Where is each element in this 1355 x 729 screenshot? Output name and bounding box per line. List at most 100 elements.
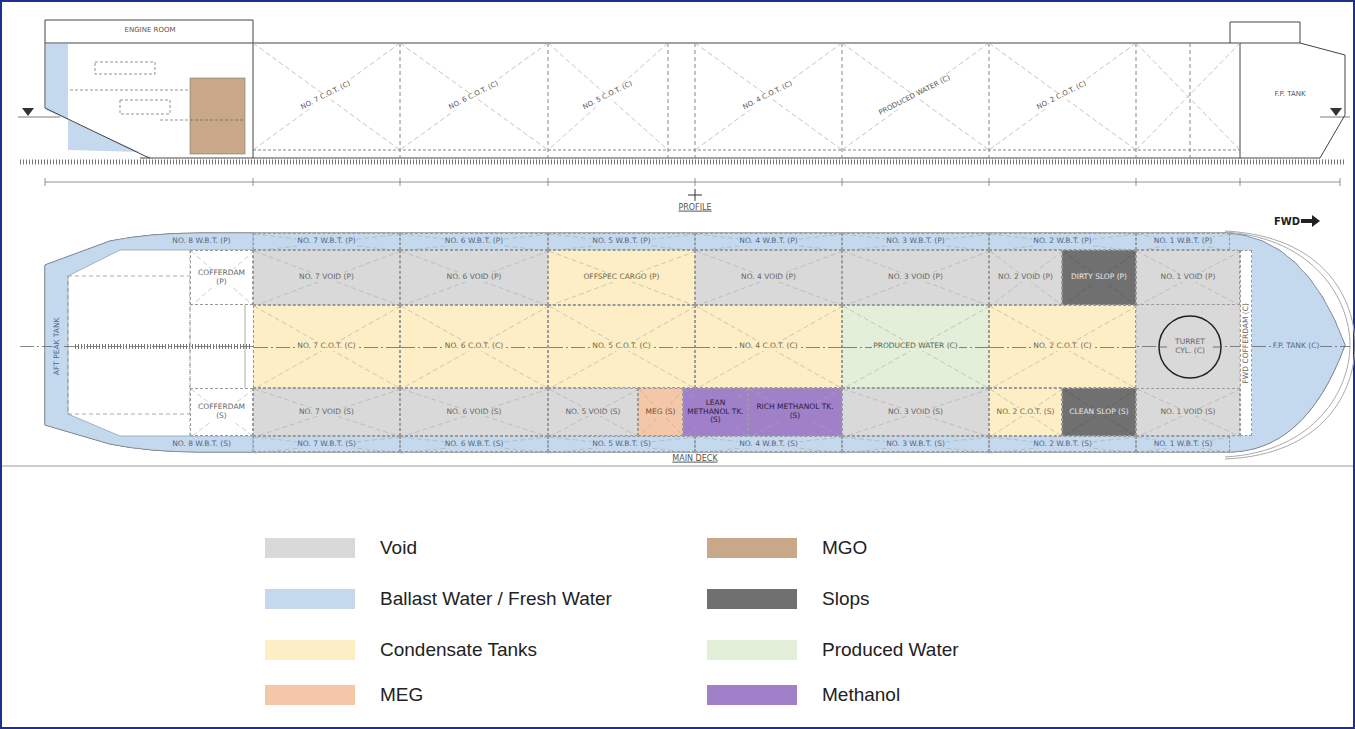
- diagonal-line: [695, 43, 842, 150]
- aft-peak-tank: AFT PEAK TANK: [45, 280, 68, 412]
- ballast-tank: NO. 5 W.B.T. (P): [548, 233, 695, 250]
- diagonal-line: [843, 389, 990, 437]
- tank-label: NO. 5 W.B.T. (P): [591, 237, 651, 246]
- dimension-tick: [400, 178, 401, 186]
- ballast-tank: NO. 1 W.B.T. (S): [1136, 436, 1230, 452]
- tank-label: CLEAN SLOP (S): [1068, 408, 1129, 417]
- tank-label: COFFERDAM (S): [193, 403, 250, 420]
- diagonal-line: [254, 251, 401, 306]
- diagonal-line: [401, 251, 549, 306]
- diagonal-line: [843, 234, 990, 251]
- tank-label: NO. 6 VOID (S): [445, 408, 502, 417]
- profile-view: [18, 20, 1350, 201]
- ballast-tank: NO. 5 W.B.T. (S): [548, 436, 695, 452]
- tank-label: NO. 5 VOID (S): [564, 408, 621, 417]
- dimension-tick: [1340, 178, 1341, 186]
- slop-tank: DIRTY SLOP (P): [1062, 250, 1136, 305]
- diagonal-line: [1063, 389, 1137, 437]
- tank-label: NO. 2 VOID (P): [997, 273, 1054, 282]
- ballast-tank: NO. 3 W.B.T. (S): [842, 436, 989, 452]
- bulkhead-line: [548, 43, 549, 158]
- legend-text: Slops: [822, 588, 870, 610]
- void-space: NO. 1 VOID (S): [1136, 388, 1240, 436]
- tank-label: NO. 7 VOID (P): [298, 273, 355, 282]
- waterline-marker: [22, 108, 34, 116]
- machinery-outline: [120, 100, 170, 114]
- direction-label: FWD: [1273, 216, 1301, 227]
- diagonal-line: [549, 251, 696, 306]
- diagonal-line: [843, 234, 990, 251]
- tank-label: NO. 2 C.O.T. (C): [1032, 342, 1092, 351]
- diagonal-line: [549, 389, 639, 437]
- bulkhead-line: [1190, 43, 1191, 158]
- diagonal-line: [1137, 437, 1231, 453]
- double-bottom-line: [253, 150, 1240, 151]
- fore-peak-tank: F.P. TANK (C): [1262, 330, 1330, 363]
- view-title: MAIN DECK: [671, 455, 718, 464]
- legend-text: Void: [380, 537, 417, 559]
- bulkhead-line: [1136, 43, 1137, 158]
- diagonal-line: [400, 43, 548, 150]
- legend-swatch: [265, 538, 355, 558]
- dimension-line: [45, 182, 1340, 183]
- meg-tank: MEG (S): [638, 388, 683, 436]
- diagonal-line: [1137, 389, 1241, 437]
- bulkhead-lines: [400, 43, 1190, 158]
- diagonal-line: [696, 306, 843, 389]
- diagonal-line: [842, 43, 989, 150]
- waterline: [1320, 117, 1350, 118]
- midship-mark: [688, 195, 702, 196]
- legend-swatch: [707, 589, 797, 609]
- diagonal-line: [254, 234, 401, 251]
- ballast-tank: NO. 4 W.B.T. (S): [695, 436, 842, 452]
- diagonal-line: [549, 306, 696, 389]
- tank-label: NO. 1 VOID (S): [1159, 408, 1216, 417]
- ballast-tank: NO. 4 W.B.T. (P): [695, 233, 842, 250]
- legend-text: MEG: [380, 684, 423, 706]
- aft-ballast-fill: [46, 44, 140, 152]
- diagonal-line: [191, 251, 254, 306]
- ballast-tank: NO. 6 W.B.T. (P): [400, 233, 548, 250]
- tank-label: RICH METHANOL TK. (S): [751, 403, 839, 420]
- tank-label: NO. 6 C.O.T. (C): [444, 342, 504, 351]
- diagonal-line: [990, 251, 1063, 306]
- deck-line: [160, 120, 245, 121]
- diagonal-line: [843, 251, 990, 306]
- legend-text: Ballast Water / Fresh Water: [380, 588, 612, 610]
- bulkhead-line: [400, 43, 401, 158]
- legend-text: Produced Water: [822, 639, 959, 661]
- compartment-label: NO. 6 C.O.T. (C): [447, 80, 501, 112]
- void-space: NO. 6 VOID (S): [400, 388, 548, 436]
- dimension-tick: [989, 178, 990, 186]
- aft-bulkhead: [253, 43, 254, 158]
- tank-label: NO. 6 W.B.T. (P): [444, 237, 504, 246]
- ballast-tank: NO. 6 W.B.T. (S): [400, 436, 548, 452]
- diagonal-line: [843, 251, 990, 306]
- tank-diagonals: [253, 43, 1240, 150]
- turret-circle: [1159, 316, 1221, 378]
- ballast-tank: NO. 2 W.B.T. (P): [989, 233, 1136, 250]
- tank-label: F.P. TANK (C): [1272, 342, 1321, 351]
- stern-outline: [45, 20, 150, 158]
- diagonal-line: [549, 234, 696, 251]
- diagonal-line: [254, 437, 401, 453]
- diagonal-line: [989, 43, 1136, 150]
- diagonal-line: [696, 306, 843, 389]
- bow-ballast-fill: [1225, 233, 1345, 452]
- tank-label: NO. 7 W.B.T. (S): [296, 440, 357, 449]
- tank-label: NO. 3 W.B.T. (P): [885, 237, 945, 246]
- bulkhead-line: [989, 43, 990, 158]
- tank-label: NO. 2 W.B.T. (S): [1032, 440, 1093, 449]
- diagonal-line: [254, 437, 401, 453]
- engine-room-boundary: [68, 276, 190, 414]
- bulkhead-line: [695, 43, 696, 158]
- tank-label: DIRTY SLOP (P): [1070, 273, 1128, 282]
- separator-line: [2, 466, 1353, 467]
- dimension-tick: [548, 178, 549, 186]
- tank-label: LEAN METHANOL TK. (S): [686, 399, 745, 425]
- ballast-tank: NO. 1 W.B.T. (P): [1136, 233, 1230, 250]
- dimension-tick: [253, 178, 254, 186]
- main-deck-line: [45, 43, 1255, 44]
- tank-label: OFFSPEC CARGO (P): [582, 273, 660, 282]
